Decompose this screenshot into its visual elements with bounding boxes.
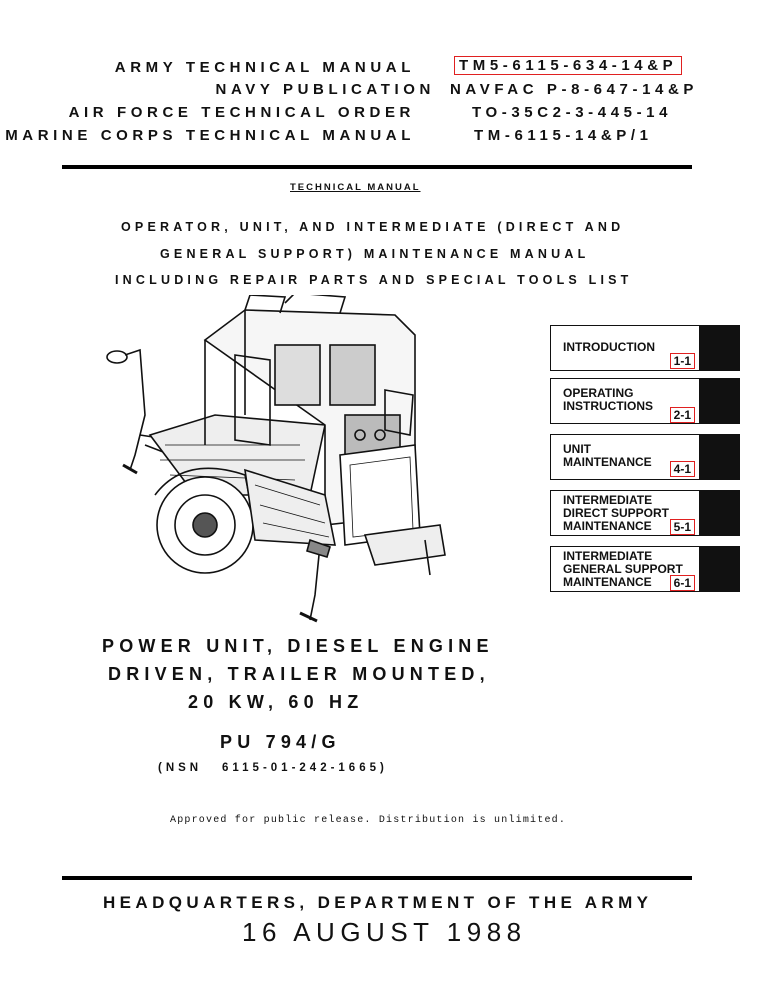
tab-label: INTRODUCTION	[563, 340, 655, 354]
tab-intermediate-general-support[interactable]: INTERMEDIATE GENERAL SUPPORT MAINTENANCE…	[550, 546, 740, 592]
tab-page-number: 6-1	[669, 575, 695, 591]
tab-bleed-mark	[699, 435, 739, 479]
tab-page-number: 5-1	[669, 519, 695, 535]
tab-operating-instructions[interactable]: OPERATING INSTRUCTIONS 2-1	[550, 378, 740, 424]
tab-label: INTERMEDIATE DIRECT SUPPORT MAINTENANCE	[563, 493, 670, 533]
product-line-1: POWER UNIT, DIESEL ENGINE	[102, 636, 494, 656]
tab-label: OPERATING INSTRUCTIONS	[563, 386, 653, 413]
tab-page-number: 4-1	[669, 461, 695, 477]
marine-tm-number: TM-6115-14&P/1	[474, 127, 653, 144]
army-tm-number: TM5-6115-634-14&P	[454, 56, 683, 75]
product-line-2: DRIVEN, TRAILER MOUNTED,	[108, 664, 490, 684]
tab-page-number: 2-1	[669, 407, 695, 423]
title-line-2: GENERAL SUPPORT) MAINTENANCE MANUAL	[160, 247, 590, 261]
header-rule	[62, 165, 692, 169]
publication-date: 16 AUGUST 1988	[242, 917, 527, 947]
navy-publication-label: NAVY PUBLICATION	[215, 81, 435, 98]
navfac-number: NAVFAC P-8-647-14&P	[450, 81, 699, 98]
model-number: PU 794/G	[220, 732, 341, 752]
tab-label: UNIT MAINTENANCE	[563, 442, 652, 469]
air-force-order-label: AIR FORCE TECHNICAL ORDER	[68, 104, 415, 121]
footer-rule	[62, 876, 692, 880]
tab-introduction[interactable]: INTRODUCTION 1-1	[550, 325, 740, 371]
trailer-illustration	[106, 295, 446, 623]
tab-label: INTERMEDIATE GENERAL SUPPORT MAINTENANCE	[563, 549, 683, 589]
nsn-prefix: (NSN	[158, 762, 203, 774]
technical-manual-subtitle: TECHNICAL MANUAL	[290, 182, 421, 193]
marine-corps-manual-label: MARINE CORPS TECHNICAL MANUAL	[5, 127, 415, 144]
tab-unit-maintenance[interactable]: UNIT MAINTENANCE 4-1	[550, 434, 740, 480]
army-manual-label: ARMY TECHNICAL MANUAL	[114, 59, 415, 76]
title-line-3: INCLUDING REPAIR PARTS AND SPECIAL TOOLS…	[115, 273, 633, 287]
air-force-to-number: TO-35C2-3-445-14	[472, 104, 673, 121]
tab-bleed-mark	[699, 491, 739, 535]
tab-bleed-mark	[699, 326, 739, 370]
distribution-statement: Approved for public release. Distributio…	[170, 815, 567, 826]
nsn-number: 6115-01-242-1665)	[222, 762, 388, 774]
headquarters-line: HEADQUARTERS, DEPARTMENT OF THE ARMY	[103, 893, 653, 912]
tab-bleed-mark	[699, 547, 739, 591]
tab-page-number: 1-1	[669, 353, 695, 369]
tm-number-box: TM5-6115-634-14&P	[454, 56, 683, 75]
tab-intermediate-direct-support[interactable]: INTERMEDIATE DIRECT SUPPORT MAINTENANCE …	[550, 490, 740, 536]
tab-bleed-mark	[699, 379, 739, 423]
title-line-1: OPERATOR, UNIT, AND INTERMEDIATE (DIRECT…	[121, 220, 625, 234]
product-line-3: 20 KW, 60 HZ	[188, 692, 364, 712]
